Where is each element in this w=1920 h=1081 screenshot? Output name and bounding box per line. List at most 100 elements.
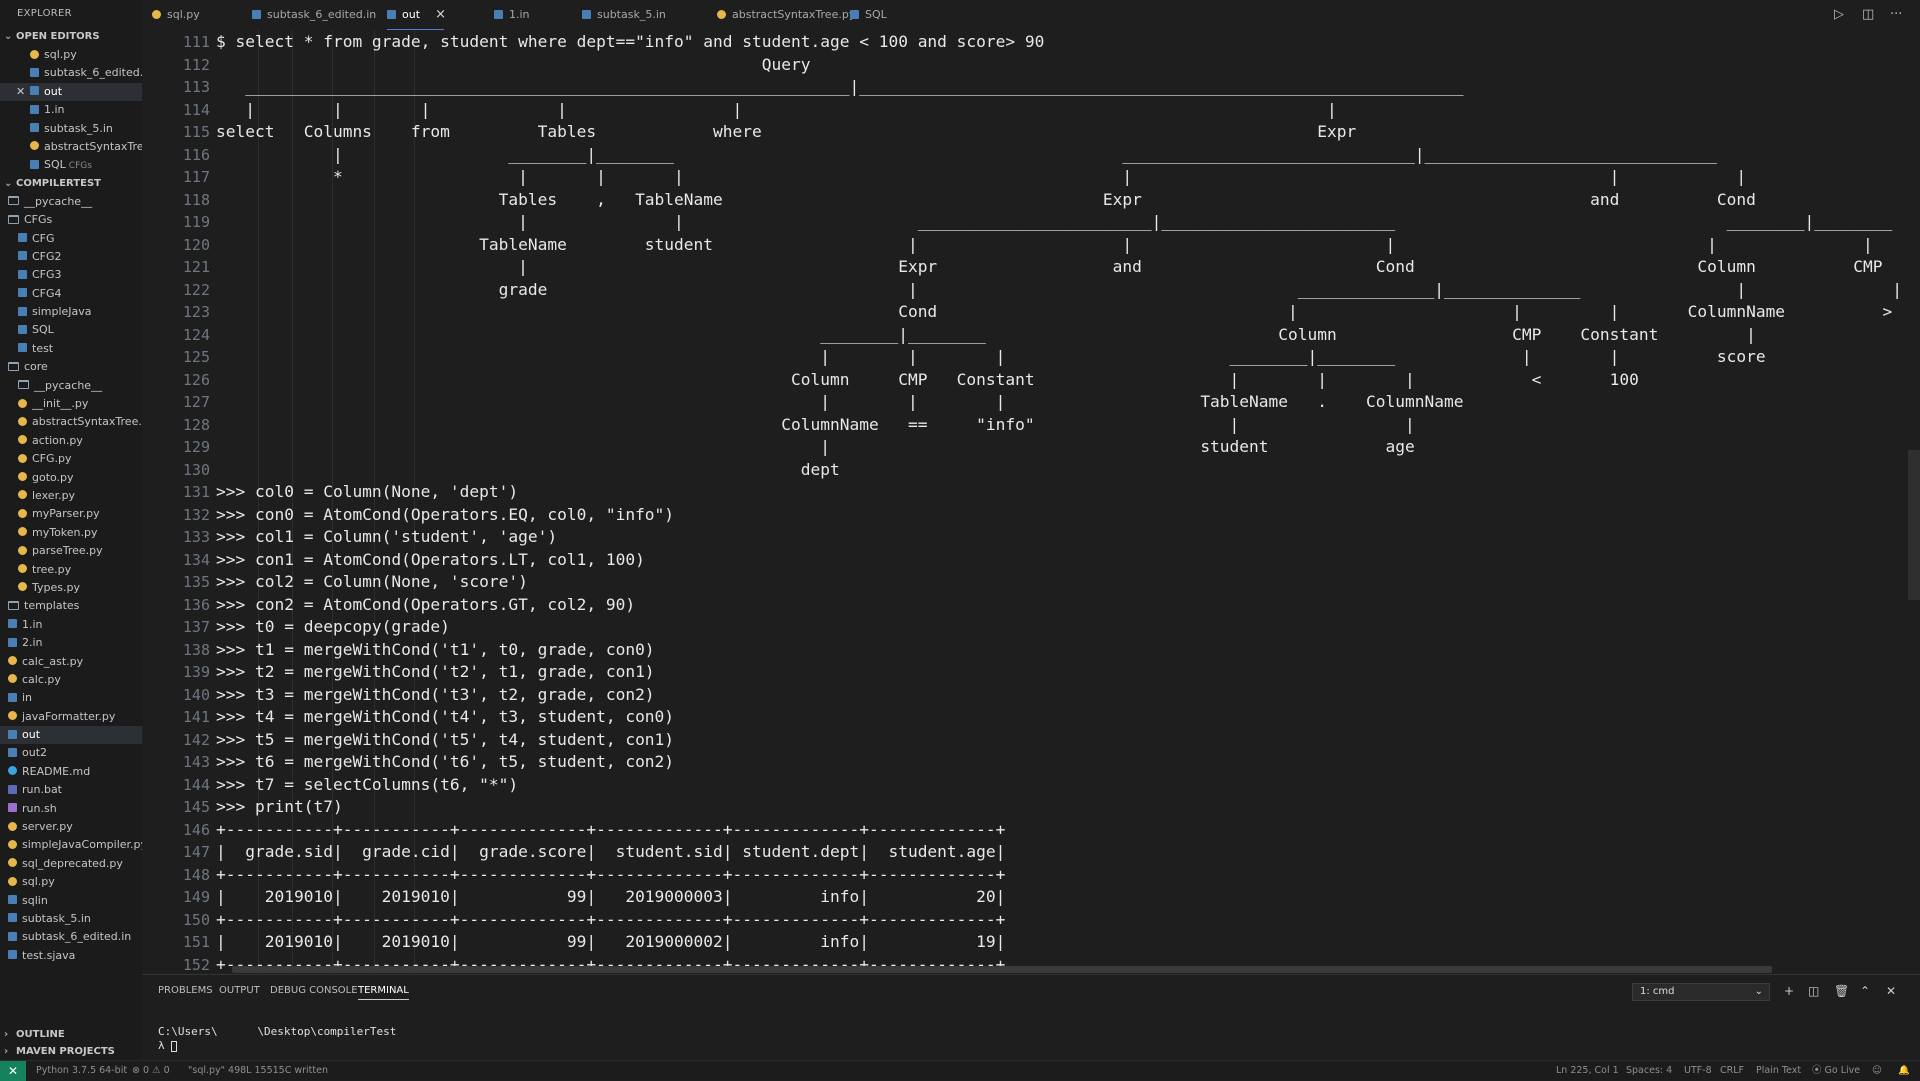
- tree-item[interactable]: abstractSyntaxTree.py: [0, 413, 142, 431]
- python-file-icon: [18, 582, 27, 592]
- tree-item[interactable]: run.bat: [0, 781, 142, 799]
- close-panel-icon[interactable]: ✕: [1886, 984, 1897, 998]
- project-header[interactable]: ⌄COMPILERTEST: [0, 175, 142, 193]
- tree-item[interactable]: CFG4: [0, 285, 142, 303]
- tree-item[interactable]: test.sjava: [0, 947, 142, 965]
- tree-item[interactable]: CFG3: [0, 266, 142, 284]
- editor-tab[interactable]: subtask_6_edited.in: [252, 0, 376, 30]
- go-live[interactable]: ⦿ Go Live: [1812, 1065, 1861, 1076]
- horizontal-scrollbar[interactable]: [232, 966, 1772, 973]
- tree-item[interactable]: templates: [0, 597, 142, 615]
- tree-item[interactable]: 1.in: [0, 616, 142, 634]
- tree-item[interactable]: 2.in: [0, 634, 142, 652]
- tree-item[interactable]: run.sh: [0, 800, 142, 818]
- remote-icon[interactable]: ✕: [0, 1061, 26, 1081]
- tree-item[interactable]: simpleJava: [0, 303, 142, 321]
- tree-item[interactable]: CFG.py: [0, 450, 142, 468]
- status-message: "sql.py" 498L 15515C written: [188, 1065, 328, 1076]
- cursor-position[interactable]: Ln 225, Col 1: [1556, 1065, 1619, 1076]
- tree-item[interactable]: test: [0, 340, 142, 358]
- tree-item[interactable]: sql.py: [0, 873, 142, 891]
- code-line: | grade.sid| grade.cid| grade.score| stu…: [216, 842, 1006, 861]
- open-editors-header[interactable]: ⌄OPEN EDITORS: [0, 28, 142, 46]
- problems-count[interactable]: ⊗ 0 ⚠ 0: [132, 1065, 170, 1076]
- tree-item[interactable]: core: [0, 358, 142, 376]
- tab-problems[interactable]: PROBLEMS: [158, 985, 213, 996]
- tree-item[interactable]: parseTree.py: [0, 542, 142, 560]
- tree-item[interactable]: sql_deprecated.py: [0, 855, 142, 873]
- outline-header[interactable]: ›OUTLINE: [0, 1026, 142, 1044]
- code-content[interactable]: $ select * from grade, student where dep…: [216, 30, 1920, 974]
- tree-item[interactable]: calc.py: [0, 671, 142, 689]
- open-editor-item[interactable]: abstractSyntaxTre...: [0, 138, 142, 156]
- tree-item[interactable]: myToken.py: [0, 524, 142, 542]
- tree-item[interactable]: server.py: [0, 818, 142, 836]
- maximize-panel-icon[interactable]: ⌃: [1860, 984, 1871, 998]
- tree-item[interactable]: javaFormatter.py: [0, 708, 142, 726]
- editor-tab[interactable]: subtask_5.in: [582, 0, 666, 30]
- tab-terminal[interactable]: TERMINAL: [358, 985, 409, 1000]
- editor-tab-bar: sql.py subtask_6_edited.in out× 1.in subtask…: [142, 0, 1920, 30]
- split-terminal-icon[interactable]: ◫: [1808, 984, 1820, 998]
- tree-item[interactable]: subtask_6_edited.in: [0, 928, 142, 946]
- tree-item[interactable]: CFGs: [0, 211, 142, 229]
- open-editor-item[interactable]: subtask_5.in: [0, 120, 142, 138]
- run-icon[interactable]: ▷: [1834, 7, 1844, 22]
- tab-output[interactable]: OUTPUT: [219, 985, 260, 996]
- close-icon[interactable]: ×: [435, 7, 447, 22]
- python-interpreter[interactable]: Python 3.7.5 64-bit: [36, 1065, 128, 1076]
- tree-item[interactable]: CFG: [0, 230, 142, 248]
- tree-item[interactable]: sqlin: [0, 892, 142, 910]
- open-editor-item[interactable]: 1.in: [0, 101, 142, 119]
- tree-item[interactable]: in: [0, 689, 142, 707]
- code-line: >>> t2 = mergeWithCond('t2', t1, grade, …: [216, 662, 655, 681]
- trash-icon[interactable]: 🗑: [1834, 984, 1850, 998]
- tree-item[interactable]: out2: [0, 744, 142, 762]
- open-editor-item[interactable]: sql.py: [0, 46, 142, 64]
- terminal-path-line[interactable]: C:\Users\ \Desktop\compilerTest: [158, 1025, 397, 1038]
- batch-file-icon: [8, 784, 17, 794]
- editor-tab[interactable]: sql.py: [152, 0, 200, 30]
- tree-item[interactable]: out: [0, 726, 142, 745]
- new-terminal-icon[interactable]: +: [1784, 984, 1795, 998]
- tree-item[interactable]: SQL: [0, 321, 142, 339]
- tree-item[interactable]: __pycache__: [0, 193, 142, 211]
- tree-item[interactable]: subtask_5.in: [0, 910, 142, 928]
- tree-item-label: SQL: [32, 323, 54, 337]
- feedback-icon[interactable]: ☺: [1872, 1065, 1882, 1076]
- vertical-scrollbar[interactable]: [1908, 450, 1920, 600]
- tree-item[interactable]: __pycache__: [0, 377, 142, 395]
- split-editor-icon[interactable]: ◫: [1862, 7, 1875, 22]
- editor-tab[interactable]: out×: [387, 0, 447, 30]
- maven-projects-header[interactable]: ›MAVEN PROJECTS: [0, 1043, 142, 1060]
- tree-item[interactable]: action.py: [0, 432, 142, 450]
- close-icon[interactable]: ✕: [16, 84, 26, 98]
- more-actions-icon[interactable]: ···: [1890, 7, 1903, 22]
- language-mode[interactable]: Plain Text: [1756, 1065, 1802, 1076]
- terminal-prompt-line[interactable]: λ: [158, 1039, 178, 1052]
- open-editor-item[interactable]: subtask_6_edited.in: [0, 64, 142, 82]
- tree-item[interactable]: README.md: [0, 763, 142, 781]
- terminal-select[interactable]: 1: cmd⌄: [1632, 983, 1770, 1001]
- tree-item[interactable]: simpleJavaCompiler.py: [0, 836, 142, 854]
- line-ending[interactable]: CRLF: [1720, 1065, 1744, 1076]
- tree-item[interactable]: __init__.py: [0, 395, 142, 413]
- bell-icon[interactable]: 🔔: [1898, 1065, 1910, 1076]
- tree-item[interactable]: tree.py: [0, 561, 142, 579]
- tree-item[interactable]: myParser.py: [0, 505, 142, 523]
- tab-debug-console[interactable]: DEBUG CONSOLE: [270, 985, 358, 996]
- tree-item[interactable]: Types.py: [0, 579, 142, 597]
- tree-item[interactable]: goto.py: [0, 469, 142, 487]
- tree-item[interactable]: lexer.py: [0, 487, 142, 505]
- editor-tab[interactable]: SQL: [850, 0, 887, 30]
- indentation[interactable]: Spaces: 4: [1626, 1065, 1673, 1076]
- tree-item[interactable]: calc_ast.py: [0, 653, 142, 671]
- editor-tab[interactable]: 1.in: [494, 0, 530, 30]
- editor-tab[interactable]: abstractSyntaxTree.py: [717, 0, 855, 30]
- open-editor-item[interactable]: ✕out: [0, 82, 142, 102]
- tree-item-label: __pycache__: [34, 378, 103, 392]
- encoding[interactable]: UTF-8: [1684, 1065, 1712, 1076]
- tree-item[interactable]: CFG2: [0, 248, 142, 266]
